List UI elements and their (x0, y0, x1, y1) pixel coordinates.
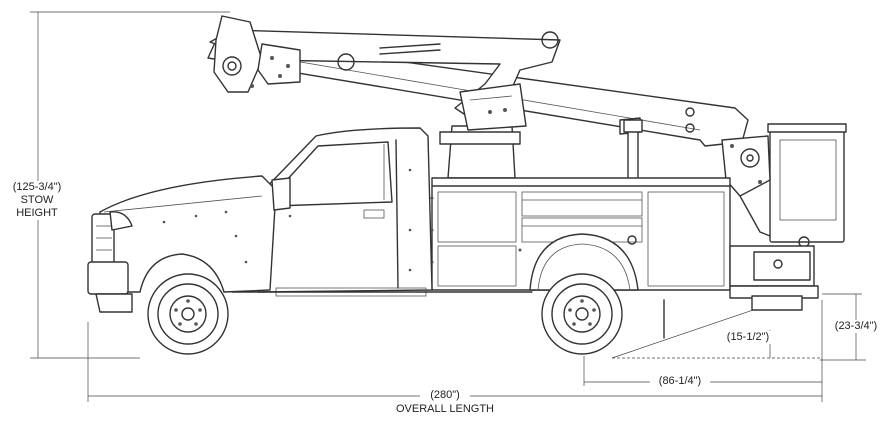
stow-height-label-line2: HEIGHT (4, 207, 70, 220)
truck-cab (87, 127, 533, 313)
rear-overhang-value: (86-1/4") (650, 375, 710, 388)
utility-body (430, 177, 819, 339)
bumper-height-value: (23-3/4") (828, 320, 884, 333)
rear-wheel (541, 273, 623, 355)
bucket (721, 123, 847, 248)
stow-height-label-line1: STOW (4, 194, 70, 207)
overall-length-caption: OVERALL LENGTH (395, 403, 494, 415)
departure-clearance-value: (15-1/2") (722, 331, 774, 344)
stow-height-value: (125-3/4") (4, 181, 70, 194)
overall-length-value: (280") (420, 389, 470, 402)
front-wheel (147, 273, 229, 355)
